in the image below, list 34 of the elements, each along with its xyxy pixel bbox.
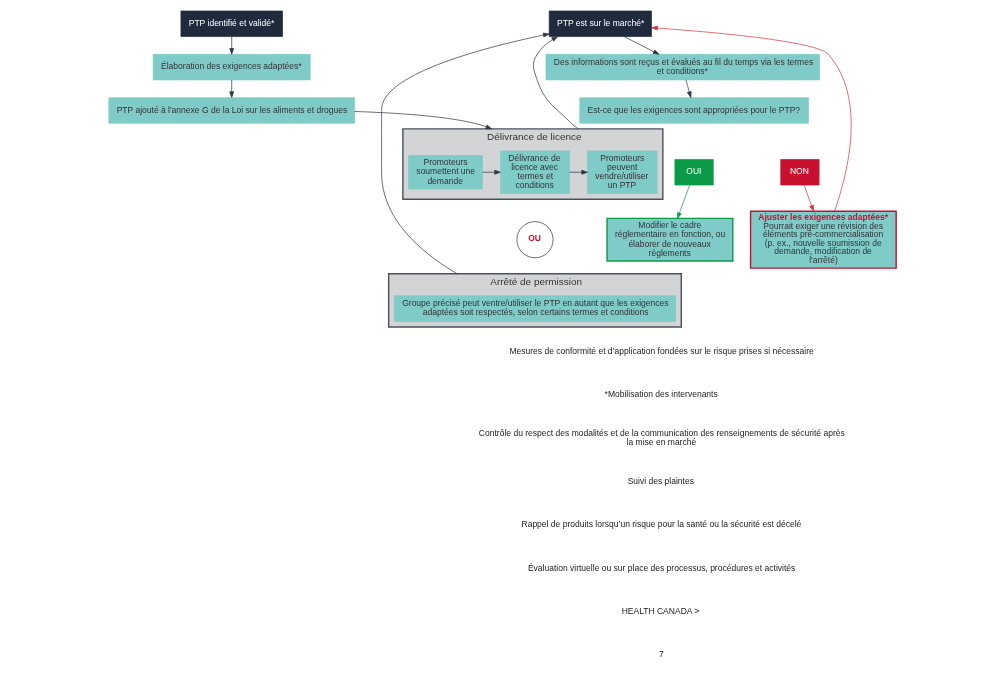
node-box: Élaboration des exigences adaptées* (152, 53, 311, 81)
arrow (569, 169, 588, 175)
node-box: PTP ajouté à l'annexe G de la Loi sur les aliments et drogues (108, 97, 355, 124)
arrow (229, 36, 235, 55)
arrow (677, 184, 690, 219)
node-box: Promoteurs peuvent vendre/utiliser un PTP (587, 150, 658, 194)
node-box: NON (780, 159, 820, 186)
node-box: Modifier le cadre réglementaire en fonction, ou élaborer de nouveaux règlements (606, 217, 734, 262)
node-circle: OU (516, 221, 554, 259)
arrow (229, 79, 235, 98)
arrow (685, 79, 692, 98)
label: *Mobilisation des intervenants (604, 389, 718, 400)
node-box: Ajuster les exigences adaptées* Pourrait exiger une révision des éléments pré-commercialisation (p. ex., nouvelle soumission de demande, modification de l'arrêté) (749, 210, 897, 269)
label: Mesures de conformité et d’application fondées sur le risque prises si nécessaire (509, 346, 814, 357)
arrow (482, 169, 501, 175)
label: Contrôle du respect des modalités et de la communication des renseignements de sécurité après la mise en marché (478, 428, 845, 448)
node-box: Est-ce que les exigences sont appropriées pour le PTP? (579, 97, 809, 124)
label: Suivi des plaintes (627, 476, 694, 487)
node-box: Délivrance de licence avec termes et conditions (500, 150, 570, 194)
arrow (381, 32, 550, 275)
label: Évaluation virtuelle ou sur place des processus, procédures et activités (527, 562, 796, 573)
arrow (354, 111, 493, 130)
arrow (803, 184, 814, 212)
node-box: PTP est sur le marché* (548, 10, 652, 37)
node-box: Groupe précisé peut ventre/utiliser le PTP en autant que les exigences adaptées soit respectés, selon certains termes et conditions (394, 295, 676, 322)
arrow (623, 36, 660, 55)
label: Rappel de produits lorsqu’un risque pour la santé ou la sécurité est décelé (521, 519, 802, 530)
arrow (651, 25, 852, 212)
label: HEALTH CANADA > (621, 606, 700, 617)
node-box: PTP identifié et validé* (180, 10, 283, 37)
node-box: OUI (674, 159, 714, 186)
node-box: Promoteurs soumettent une demande (408, 155, 483, 190)
node-box: Des informations sont reçus et évalués au fil du temps via les termes et conditions* (545, 53, 820, 81)
label: 7 (658, 649, 664, 660)
